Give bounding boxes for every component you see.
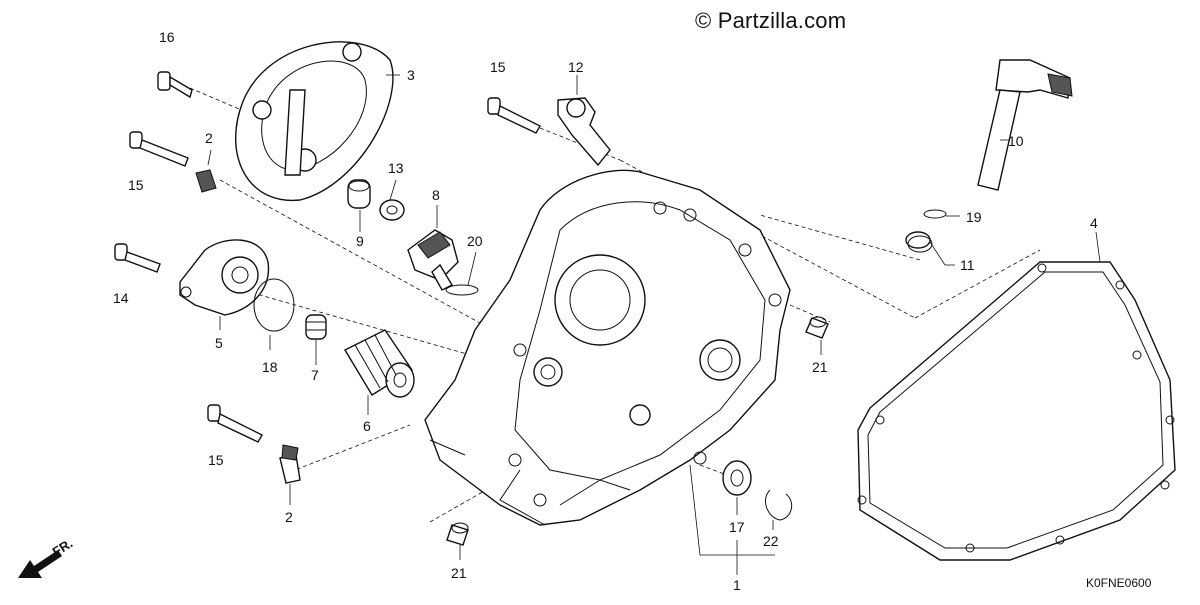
callout-13: 13 [388, 160, 404, 176]
callout-20: 20 [467, 233, 483, 249]
callout-18: 18 [262, 359, 278, 375]
cover-plate-3 [235, 41, 394, 201]
callout-22: 22 [763, 533, 779, 549]
callout-7: 7 [311, 367, 319, 383]
clip-2-lower [279, 444, 301, 484]
callout-17: 17 [729, 519, 745, 535]
callout-15-center: 15 [490, 59, 506, 75]
callout-11: 11 [960, 257, 975, 273]
oil-seal-17 [722, 460, 752, 496]
callout-2-lower: 2 [285, 509, 293, 525]
o-ring-18 [253, 278, 295, 332]
callout-16: 16 [159, 29, 175, 45]
leader-lines [207, 74, 1101, 575]
callout-14: 14 [113, 290, 129, 306]
callout-labels: 16 3 2 15 13 9 8 20 15 12 10 19 4 11 14 … [113, 29, 1098, 593]
spring-7 [305, 314, 327, 340]
washer-19 [923, 209, 947, 219]
front-arrow-icon [18, 550, 62, 578]
oil-filler-plug-8 [407, 229, 459, 291]
bolt-15-upper [129, 131, 189, 167]
gasket-4 [857, 261, 1176, 561]
o-ring-20 [445, 284, 479, 296]
callout-4: 4 [1090, 215, 1098, 231]
copyright-notice: © Partzilla.com [695, 8, 847, 33]
bolt-16 [157, 71, 193, 99]
oil-filter-6 [344, 329, 415, 398]
dowel-pin-21-bottom [446, 522, 469, 546]
bolt-15-center [487, 97, 541, 134]
callout-3: 3 [407, 67, 415, 83]
bracket-12 [557, 97, 611, 167]
callout-2-upper: 2 [205, 130, 213, 146]
crankcase-cover-1 [424, 169, 791, 526]
clip-2-upper [195, 169, 217, 193]
callout-21-right: 21 [812, 359, 828, 375]
bolt-14 [114, 243, 161, 273]
bolt-15-lower [207, 404, 263, 443]
callout-15-lower: 15 [208, 452, 224, 468]
callout-6: 6 [363, 418, 371, 434]
callout-15-upper: 15 [128, 177, 144, 193]
diagram-code: K0FNE0600 [1086, 576, 1152, 590]
dowel-pin-21-right [805, 316, 829, 339]
collar-9 [347, 179, 371, 209]
callout-21-bottom: 21 [451, 565, 467, 581]
callout-10: 10 [1008, 133, 1024, 149]
callout-12: 12 [568, 59, 584, 75]
callout-5: 5 [215, 335, 223, 351]
callout-9: 9 [356, 233, 364, 249]
circlip-22 [765, 489, 793, 521]
callout-19: 19 [966, 209, 982, 225]
callout-1: 1 [733, 577, 741, 593]
filter-cover-5 [179, 239, 270, 316]
kick-shaft-10 [284, 59, 1073, 191]
callout-8: 8 [432, 187, 440, 203]
washer-13 [379, 199, 405, 221]
spring-11 [905, 231, 946, 266]
